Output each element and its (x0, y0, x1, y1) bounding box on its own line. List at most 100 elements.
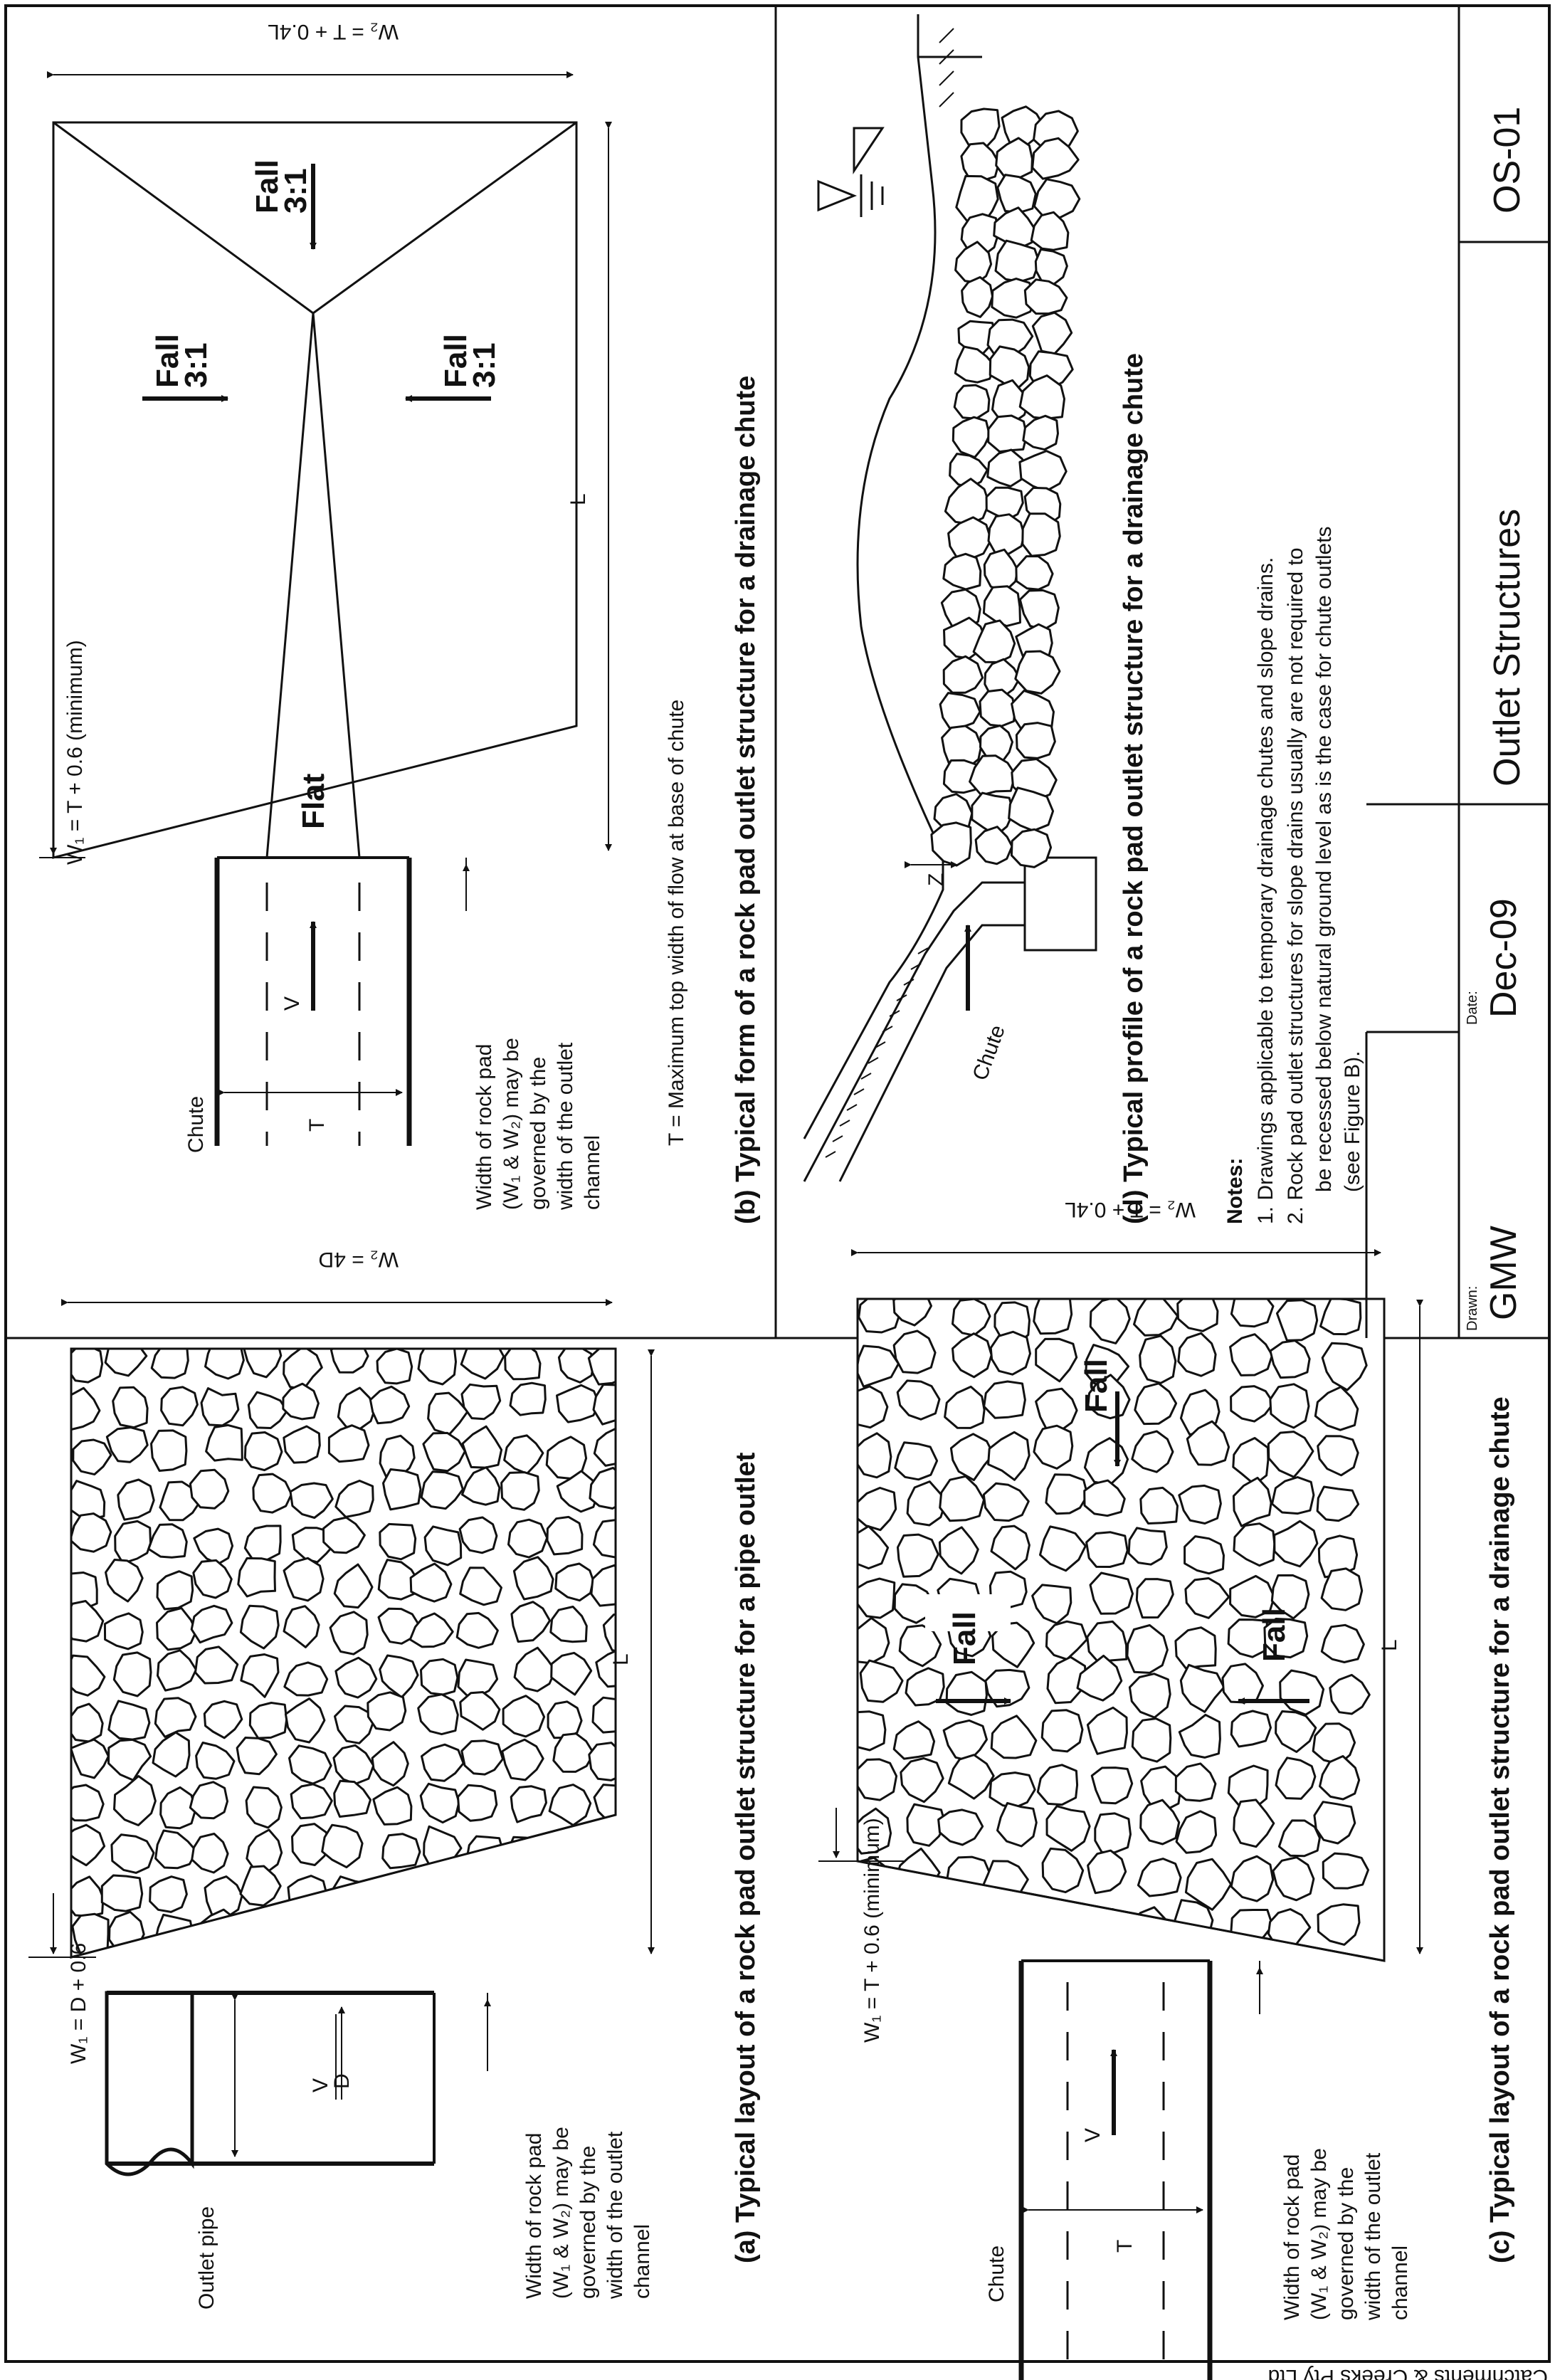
rock (510, 1785, 547, 1823)
rock (460, 1383, 502, 1421)
rock (947, 1754, 995, 1800)
rock (944, 478, 991, 525)
drawn-label: Drawn: (1465, 1286, 1480, 1331)
rock (1010, 828, 1053, 868)
rock (549, 1606, 588, 1643)
rock (160, 1386, 199, 1427)
rock (1319, 1299, 1362, 1336)
rock (989, 1771, 1036, 1809)
rock (991, 1897, 1035, 1944)
rock (379, 1654, 419, 1699)
panel-b: Flat Fall 3:1 Fall 3:1 Fall 3:1 V T Chut… (39, 20, 761, 1224)
rock (283, 1605, 320, 1648)
rock (205, 1423, 243, 1462)
svg-text:Fall: Fall (1257, 1608, 1292, 1662)
rock (1232, 1476, 1272, 1527)
hatch-mark (882, 1026, 893, 1033)
rock (330, 1913, 371, 1957)
rock (989, 1330, 1031, 1376)
t-note: T = Maximum top width of flow at base of… (665, 700, 688, 1146)
rock (594, 1869, 616, 1910)
rock (459, 1567, 502, 1606)
rock (189, 1781, 228, 1820)
rock (1329, 1673, 1371, 1715)
rock (157, 1649, 197, 1692)
rock (204, 1349, 245, 1380)
rock (290, 1783, 333, 1820)
rock (592, 1907, 616, 1954)
rock (593, 1426, 616, 1467)
note-line-4: (see Figure B). (1341, 1051, 1364, 1192)
rock (1275, 1757, 1317, 1800)
rock (243, 1349, 283, 1379)
w1-label-b: W₁ = T + 0.6 (minimum) (63, 640, 87, 865)
rock (1015, 722, 1056, 759)
rock (377, 1607, 421, 1645)
rock (1233, 1799, 1275, 1848)
rock (333, 1563, 374, 1609)
rock (1316, 1485, 1360, 1522)
rock (1127, 1527, 1168, 1566)
hatch-mark (903, 979, 914, 986)
rock (552, 1732, 595, 1773)
rock (284, 1697, 326, 1744)
rock-texture-c (858, 1299, 1371, 1955)
rock (507, 1518, 549, 1559)
chute-label-c: Chute (985, 2245, 1008, 2302)
rock (1015, 555, 1054, 591)
caption-b: (b) Typical form of a rock pad outlet st… (731, 376, 761, 1224)
svg-text:3:1: 3:1 (179, 342, 214, 388)
rock (509, 1381, 547, 1416)
rock (287, 1875, 328, 1919)
rock (243, 1431, 283, 1472)
rock (327, 1424, 370, 1463)
rock (71, 1386, 101, 1431)
rock (1001, 105, 1045, 147)
rock (377, 1559, 420, 1601)
rock (858, 1616, 890, 1665)
rock (1269, 1339, 1311, 1379)
rock (961, 276, 994, 318)
rock (858, 1807, 892, 1855)
natural-surface-hatch (918, 28, 982, 107)
fall-arrows-b: Fall 3:1 Fall 3:1 Fall 3:1 (142, 159, 502, 402)
rock (236, 1737, 278, 1776)
rock (1018, 589, 1060, 631)
rock (1008, 786, 1055, 832)
rock (1275, 1299, 1319, 1342)
rock (893, 1583, 934, 1624)
svg-text:Fall: Fall (438, 334, 473, 388)
rock (544, 1918, 589, 1957)
w2-label-c: W₂ = T + 0.4L (1065, 1198, 1196, 1221)
width-note-line: width of the outlet (554, 1042, 577, 1211)
rock (332, 1744, 375, 1785)
rock (990, 1715, 1038, 1759)
rock (942, 655, 984, 694)
rock (453, 1912, 494, 1957)
rock (1045, 1620, 1088, 1660)
note-line-2: 2. Rock pad outlet structures for slope … (1284, 547, 1307, 1224)
rock (322, 1516, 366, 1554)
rock (288, 1744, 332, 1785)
rock (156, 1570, 194, 1611)
rock (906, 1480, 946, 1527)
rock (239, 1865, 282, 1907)
rock (1175, 1810, 1218, 1854)
width-note-line: Width of rock pad (522, 2133, 546, 2299)
caption-c: (c) Typical layout of a rock pad outlet … (1485, 1396, 1515, 2263)
rock (71, 1823, 106, 1867)
rock (159, 1480, 201, 1522)
rock (459, 1691, 501, 1731)
rock (1139, 1334, 1177, 1384)
panel-c: V T Chute W₁ = T + 0.6 (minimum) W₂ = T … (818, 1198, 1515, 2380)
rock (954, 345, 996, 384)
rock (858, 1577, 896, 1619)
chute-t-label-c: T (1113, 2240, 1137, 2253)
rock (283, 1425, 321, 1464)
rock (105, 1426, 149, 1463)
rock (588, 1742, 616, 1781)
rock (930, 821, 972, 867)
rock (990, 1525, 1030, 1571)
rock (989, 345, 1030, 392)
